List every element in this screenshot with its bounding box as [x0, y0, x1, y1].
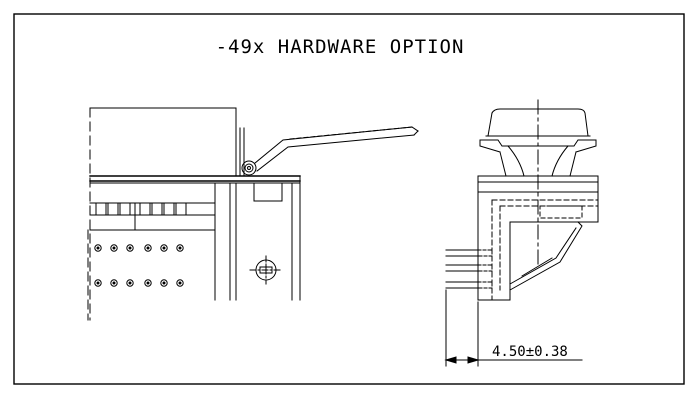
- drawing-title: -49x HARDWARE OPTION: [216, 36, 465, 58]
- dimension-annotation: [444, 289, 583, 367]
- right-view: [445, 99, 599, 301]
- left-view: [87, 107, 419, 321]
- latch-pivot-circle: [241, 160, 257, 176]
- mounting-screw-symbol: [249, 255, 283, 285]
- drawing-frame: [13, 13, 685, 385]
- contact-pin-grid: [94, 244, 184, 287]
- dimension-text: 4.50±0.38: [492, 344, 568, 360]
